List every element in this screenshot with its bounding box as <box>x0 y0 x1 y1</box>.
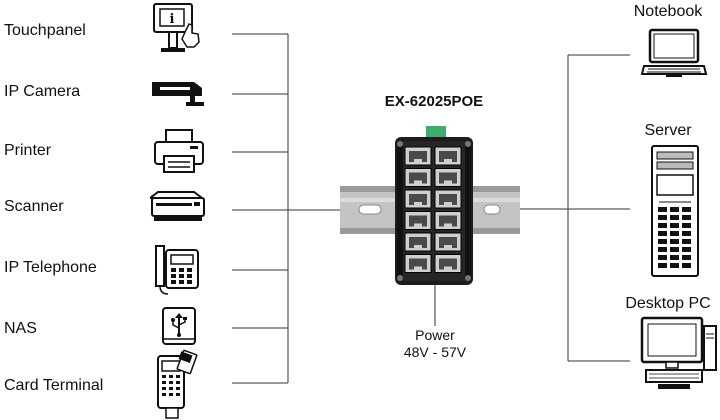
power-label-line2: 48V - 57V <box>403 344 467 360</box>
ip-telephone-icon <box>155 245 199 295</box>
ip-camera-label: IP Camera <box>4 83 81 100</box>
server-drive-slot <box>670 223 679 228</box>
power-label-line1: Power <box>415 327 455 343</box>
rj45-port <box>404 146 432 166</box>
touchpanel-label: Touchpanel <box>4 22 86 39</box>
desktop-pc-icon <box>640 316 717 389</box>
rj45-port <box>404 232 432 252</box>
server-label: Server <box>644 122 692 139</box>
server-drive-slot <box>682 239 691 244</box>
notebook-laptop-icon <box>640 28 708 77</box>
notebook-label: Notebook <box>633 3 703 20</box>
switch-ports <box>404 146 462 273</box>
server-drive-slot <box>658 231 667 236</box>
svg-text:i: i <box>170 12 175 27</box>
server-drive-slot <box>682 215 691 220</box>
rj45-port <box>404 254 432 273</box>
server-drive-slot <box>670 239 679 244</box>
server-drive-slot <box>670 231 679 236</box>
rj45-port <box>434 211 462 230</box>
power-label: Power 48V - 57V <box>395 327 475 361</box>
server-drive-slot <box>670 247 679 252</box>
server-drive-slot <box>682 255 691 260</box>
rj45-port <box>404 189 432 209</box>
server-drive-slot <box>658 255 667 260</box>
scanner-icon <box>150 191 205 221</box>
rj45-port <box>434 189 462 209</box>
printer-label: Printer <box>4 142 52 159</box>
server-tower-icon <box>651 145 699 277</box>
printer-icon <box>154 129 204 173</box>
scanner-label: Scanner <box>4 198 64 215</box>
server-slots <box>658 207 691 268</box>
server-drive-slot <box>670 263 679 268</box>
server-drive-slot <box>658 223 667 228</box>
rj45-port <box>434 232 462 252</box>
server-drive-slot <box>658 263 667 268</box>
card-terminal-label: Card Terminal <box>4 377 104 394</box>
server-drive-slot <box>682 207 691 212</box>
rj45-port <box>434 168 462 187</box>
ip-telephone-label: IP Telephone <box>4 259 97 276</box>
server-drive-slot <box>682 247 691 252</box>
card-terminal-icon <box>157 349 198 419</box>
server-drive-slot <box>670 215 679 220</box>
rj45-port <box>434 254 462 273</box>
server-drive-slot <box>682 231 691 236</box>
server-drive-slot <box>658 207 667 212</box>
device-title: EX-62025POE <box>384 93 484 110</box>
power-connector <box>426 126 446 138</box>
desktop-pc-label: Desktop PC <box>625 295 711 312</box>
server-drive-slot <box>670 255 679 260</box>
rj45-port <box>404 168 432 187</box>
server-drive-slot <box>658 247 667 252</box>
nas-usb-drive-icon <box>162 307 196 345</box>
server-drive-slot <box>682 223 691 228</box>
server-drive-slot <box>682 263 691 268</box>
rj45-port <box>434 146 462 166</box>
server-drive-slot <box>658 239 667 244</box>
rj45-port <box>404 211 432 230</box>
ip-camera-icon <box>152 82 204 106</box>
touchpanel-kiosk-icon: i <box>153 3 200 52</box>
nas-label: NAS <box>4 320 37 337</box>
server-drive-slot <box>670 207 679 212</box>
server-drive-slot <box>658 215 667 220</box>
